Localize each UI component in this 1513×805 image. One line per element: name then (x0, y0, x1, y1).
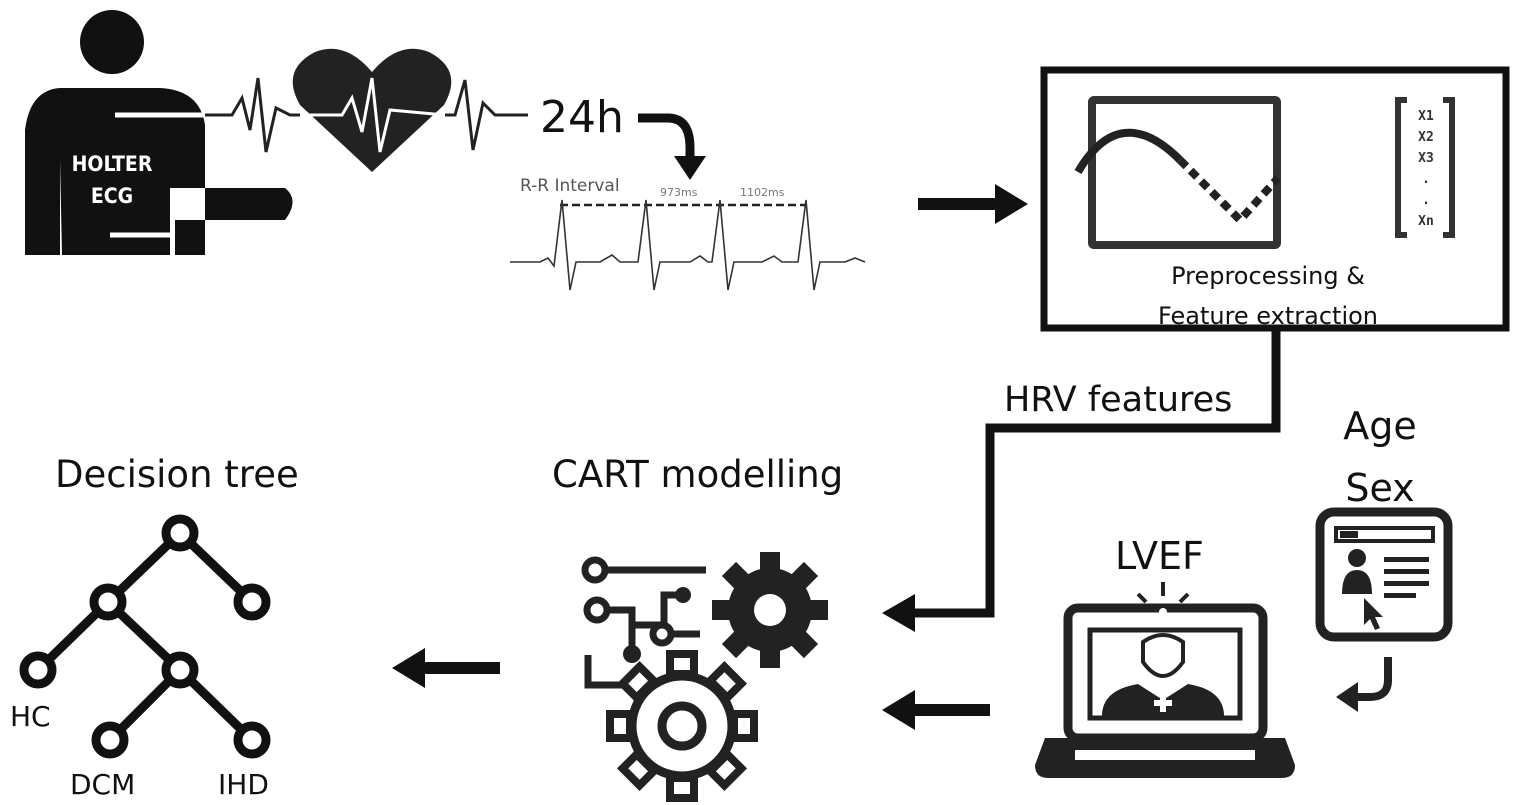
signal-plot-icon (1074, 96, 1281, 249)
age-label: Age (1343, 404, 1417, 448)
doctor-icon (1102, 633, 1224, 716)
interval-1-label: 973ms (660, 186, 698, 199)
lvef-label: LVEF (1115, 534, 1204, 578)
feature-x3: X3 (1418, 151, 1434, 166)
decision-tree-title: Decision tree (55, 453, 299, 496)
holter-label: HOLTER ECG (62, 148, 162, 212)
feature-vector-icon (1395, 97, 1455, 238)
feature-x2: X2 (1418, 130, 1434, 145)
sex-label: Sex (1345, 466, 1415, 510)
leaf-hc-label: HC (10, 700, 51, 733)
demographics-label: Age Sex (1340, 395, 1420, 519)
decision-tree-icon (19, 514, 271, 759)
curved-arrow-icon (638, 113, 695, 158)
holter-leads (110, 112, 210, 238)
preprocessing-line2: Feature extraction (1157, 302, 1379, 330)
duration-label: 24h (540, 92, 624, 143)
leaf-ihd-label: IHD (218, 768, 269, 801)
ecg-line-in-heart (300, 77, 446, 153)
feature-dot: . (1422, 172, 1430, 187)
hrv-features-label: HRV features (1004, 380, 1233, 420)
gears-icon (581, 552, 828, 802)
holter-label-line1: HOLTER (71, 152, 153, 176)
heart-icon (292, 48, 452, 172)
feature-xn: Xn (1418, 214, 1434, 229)
hrv-connector (915, 330, 1281, 618)
feature-vector-entries: X1 X2 X3 . . Xn (1410, 106, 1442, 232)
ecg-line-right (445, 79, 528, 151)
ecg-line (205, 77, 300, 153)
curved-arrow-icon (1355, 657, 1392, 701)
holter-label-line2: ECG (90, 184, 134, 208)
patient-record-icon (1315, 507, 1453, 642)
feature-dot: . (1422, 193, 1430, 208)
preprocessing-line1: Preprocessing & (1171, 262, 1365, 290)
preprocessing-box (1040, 66, 1510, 332)
preprocessing-label: Preprocessing & Feature extraction (1048, 256, 1488, 336)
patient-icon (25, 10, 293, 255)
laptop-icon (1035, 582, 1295, 778)
rr-interval-label: R-R Interval (520, 176, 620, 196)
rr-interval-strip (510, 199, 866, 291)
leaf-dcm-label: DCM (70, 768, 136, 801)
feature-x1: X1 (1418, 109, 1434, 124)
cart-modelling-label: CART modelling (552, 453, 844, 496)
interval-2-label: 1102ms (740, 186, 785, 199)
